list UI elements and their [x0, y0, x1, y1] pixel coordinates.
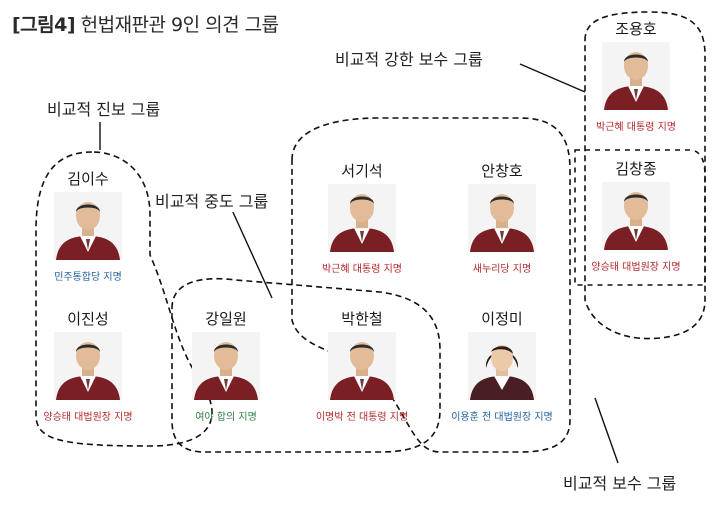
appointment-label: 새누리당 지명	[472, 264, 532, 275]
strong-conservative-group-label: 비교적 강한 보수 그룹	[332, 46, 486, 70]
justice-card-kim-isu: 김이수 민주통합당 지명	[18, 168, 158, 288]
appointment-label: 양승태 대법원장 지명	[43, 412, 133, 423]
portrait-icon	[468, 332, 536, 400]
moderate-group-label: 비교적 중도 그룹	[152, 188, 272, 212]
progressive-boundary	[35, 151, 213, 447]
justice-name: 안창호	[481, 162, 523, 180]
justice-name: 김창종	[615, 160, 657, 178]
justice-card-lee-jungmi: 이정미 이용훈 전 대법원장 지명	[432, 308, 572, 428]
strong-conservative-leader	[519, 63, 586, 93]
appointment-label: 민주통합당 지명	[54, 272, 122, 283]
justice-name: 이진성	[67, 310, 109, 328]
figure-number: [그림4]	[12, 14, 76, 36]
portrait-icon	[602, 182, 670, 250]
justice-card-lee-jinsung: 이진성 양승태 대법원장 지명	[18, 308, 158, 428]
appointment-label: 박근혜 대통령 지명	[322, 264, 402, 275]
portrait-icon	[54, 192, 122, 260]
portrait-icon	[192, 332, 260, 400]
conservative-group-label: 비교적 보수 그룹	[560, 470, 680, 494]
justice-name: 강일원	[205, 310, 247, 328]
justice-name: 김이수	[67, 170, 109, 188]
justice-name: 박한철	[341, 310, 383, 328]
figure-title-text: 헌법재판관 9인 의견 그룹	[80, 14, 280, 36]
justice-name: 서기석	[341, 162, 383, 180]
strong-conservative-inner	[574, 149, 706, 286]
justice-card-kim-changjong: 김창종 양승태 대법원장 지명	[566, 158, 706, 278]
moderate-leader	[231, 209, 273, 299]
justice-name: 조용호	[615, 20, 657, 38]
portrait-icon	[54, 332, 122, 400]
portrait-icon	[328, 332, 396, 400]
justice-card-cho-yongho: 조용호 박근혜 대통령 지명	[566, 18, 706, 138]
justice-card-seo-giseok: 서기석 박근혜 대통령 지명	[292, 160, 432, 280]
justice-name: 이정미	[481, 310, 523, 328]
appointment-label: 이용훈 전 대법원장 지명	[451, 412, 553, 423]
appointment-label: 양승태 대법원장 지명	[591, 262, 681, 273]
portrait-icon	[328, 184, 396, 252]
appointment-label: 여야 합의 지명	[195, 412, 257, 423]
conservative-leader	[594, 397, 619, 464]
justice-card-park-hancheol: 박한철 이명박 전 대통령 지명	[292, 308, 432, 428]
figure-title: [그림4] 헌법재판관 9인 의견 그룹	[12, 10, 279, 37]
appointment-label: 이명박 전 대통령 지명	[315, 412, 409, 423]
justice-card-kang-ilwon: 강일원 여야 합의 지명	[156, 308, 296, 428]
portrait-icon	[602, 42, 670, 110]
strong-conservative-boundary	[584, 11, 706, 340]
appointment-label: 박근혜 대통령 지명	[596, 122, 676, 133]
portrait-icon	[468, 184, 536, 252]
progressive-group-label: 비교적 진보 그룹	[44, 96, 164, 120]
justice-card-ahn-changho: 안창호 새누리당 지명	[432, 160, 572, 280]
